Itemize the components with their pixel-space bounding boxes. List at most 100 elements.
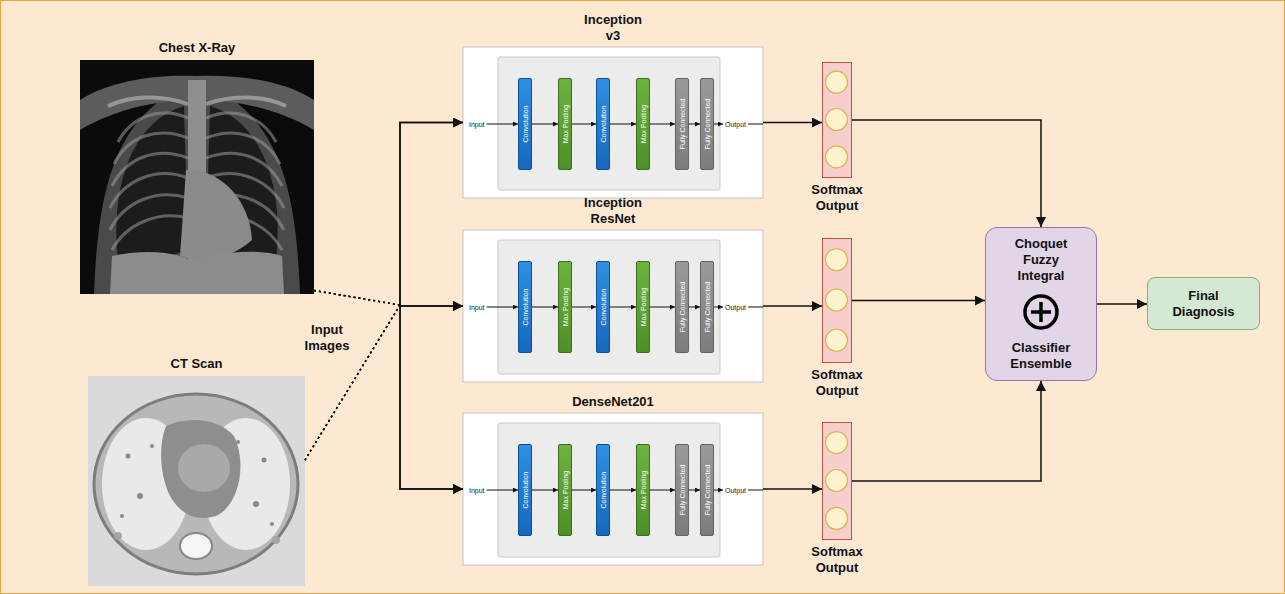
ct-vessel — [253, 501, 259, 507]
cnn-box-outline — [463, 413, 763, 565]
layout-arrow — [714, 307, 723, 308]
xray-lung — [116, 106, 188, 261]
layer-block: Convolution — [596, 444, 610, 536]
input-arrow — [400, 123, 463, 306]
input-arrow — [400, 305, 463, 306]
layer-name: Convolution — [599, 106, 608, 143]
xray-clavicle — [206, 97, 286, 106]
model-name: DenseNet201 — [553, 394, 673, 410]
layer-block: Max Pooling — [636, 78, 650, 170]
layer-block: Convolution — [518, 444, 532, 536]
softmax-label: Softmax Output — [801, 367, 873, 399]
input-arrow — [400, 305, 463, 489]
layer-block: Convolution — [518, 78, 532, 170]
layout-line — [748, 124, 763, 125]
connector — [532, 307, 558, 308]
xray-rib — [112, 153, 188, 186]
xray-rib — [118, 113, 188, 142]
softmax-unit — [826, 289, 848, 311]
layout-line — [748, 490, 763, 491]
plus-bar — [1039, 302, 1043, 322]
input-arrow — [400, 305, 463, 306]
ct-vessel — [120, 514, 124, 518]
layer-panel — [498, 423, 720, 557]
xray-heart — [180, 170, 252, 260]
layer-name: Convolution — [599, 289, 608, 326]
softmax-unit — [826, 109, 848, 131]
layer-block: Fully Connected — [700, 78, 714, 170]
connector — [610, 307, 636, 308]
dotted-link — [314, 291, 400, 306]
layout-arrow — [487, 490, 518, 491]
layer-name: Max Pooling — [561, 105, 570, 144]
ct-vessel — [272, 536, 280, 544]
layer-name: Convolution — [521, 472, 530, 509]
layer-name: Fully Connected — [678, 99, 687, 150]
flow-arrow — [650, 307, 675, 308]
ct-vessel — [114, 532, 122, 540]
plus-circle — [1025, 296, 1057, 328]
layer-name: Max Pooling — [639, 471, 648, 510]
image-heading: Chest X-Ray — [159, 40, 236, 56]
ct-vessels — [114, 440, 280, 544]
softmax-units — [823, 423, 850, 538]
connector — [532, 124, 558, 125]
ct-vessel — [236, 440, 240, 444]
layer-name: Max Pooling — [561, 288, 570, 327]
layout-arrow — [714, 124, 723, 125]
softmax-unit — [826, 470, 848, 492]
connector — [314, 123, 463, 306]
layer-block: Convolution — [518, 261, 532, 353]
connector — [572, 124, 596, 125]
layer-block: Convolution — [596, 261, 610, 353]
cnn-model-box: Inception ResNetInputOutputConvolutionMa… — [463, 230, 763, 382]
connector — [852, 300, 985, 301]
cnn-box-outline — [463, 230, 763, 382]
ensemble-text: Classifier Ensemble — [999, 340, 1083, 372]
connector — [572, 307, 596, 308]
connector — [763, 489, 822, 490]
connector — [763, 306, 822, 307]
connector — [314, 291, 463, 307]
ct-body — [94, 394, 298, 574]
ensemble-text: Choquet Fuzzy Integral — [999, 236, 1083, 284]
ct-scan-image — [88, 376, 305, 586]
connector — [852, 120, 1041, 227]
softmax-unit — [826, 329, 848, 351]
flow-arrow — [650, 490, 675, 491]
plus-symbol — [1022, 293, 1060, 331]
model-name: Inception v3 — [577, 12, 649, 44]
flow-arrow — [763, 305, 822, 307]
layer-name: Max Pooling — [639, 105, 648, 144]
input-label: Input — [469, 303, 485, 312]
ct-vessel — [262, 458, 267, 463]
connector — [689, 124, 700, 125]
layer-name: Convolution — [599, 472, 608, 509]
softmax-units — [823, 63, 850, 176]
dotted-link — [314, 291, 400, 306]
connector — [852, 381, 1041, 481]
layer-block: Fully Connected — [700, 444, 714, 536]
xray-rib — [206, 133, 280, 164]
xray-diaphragm — [110, 252, 284, 294]
result-text: Final Diagnosis — [1162, 288, 1245, 320]
image-panel: Chest X-Ray — [80, 60, 314, 294]
input-arrow — [400, 123, 463, 306]
softmax-label: Softmax Output — [801, 182, 873, 214]
softmax-output-box: Softmax Output — [822, 238, 852, 363]
softmax-unit — [826, 507, 848, 529]
xray-ground — [80, 60, 314, 294]
connectors — [305, 120, 1147, 490]
ct-heart — [178, 444, 230, 492]
flow-arrow — [572, 124, 596, 125]
softmax-units — [823, 239, 850, 361]
flow-arrow — [852, 120, 1041, 227]
box-backgrounds — [463, 47, 763, 565]
flow-arrow — [763, 122, 822, 124]
layout-arrow — [487, 307, 518, 308]
layer-name: Fully Connected — [678, 282, 687, 333]
layer-name: Max Pooling — [639, 288, 648, 327]
softmax-unit — [826, 249, 848, 271]
layer-name: Fully Connected — [678, 465, 687, 516]
xray-rib — [110, 174, 188, 208]
